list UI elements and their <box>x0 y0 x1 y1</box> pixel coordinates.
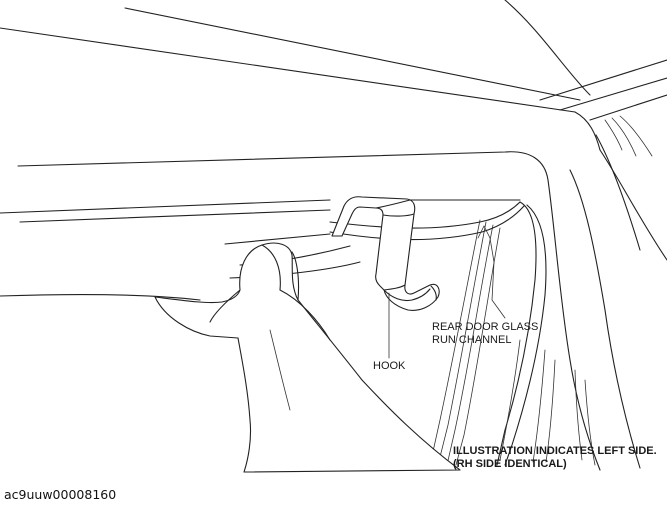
hand <box>154 242 461 473</box>
hook <box>331 196 440 311</box>
pillar-lines <box>429 115 667 471</box>
hook-label: HOOK <box>373 360 406 372</box>
side-note-line1: ILLUSTRATION INDICATES LEFT SIDE. <box>453 445 657 457</box>
channel-label-line2: RUN CHANNEL <box>432 334 511 346</box>
trim-lines <box>0 151 549 301</box>
leader-lines <box>388 225 506 359</box>
channel-label-line1: REAR DOOR GLASS <box>432 321 538 333</box>
roof-lines <box>0 0 667 151</box>
side-note-line2: (RH SIDE IDENTICAL) <box>453 458 567 470</box>
figure-id-caption: ac9uuw00008160 <box>4 487 117 502</box>
